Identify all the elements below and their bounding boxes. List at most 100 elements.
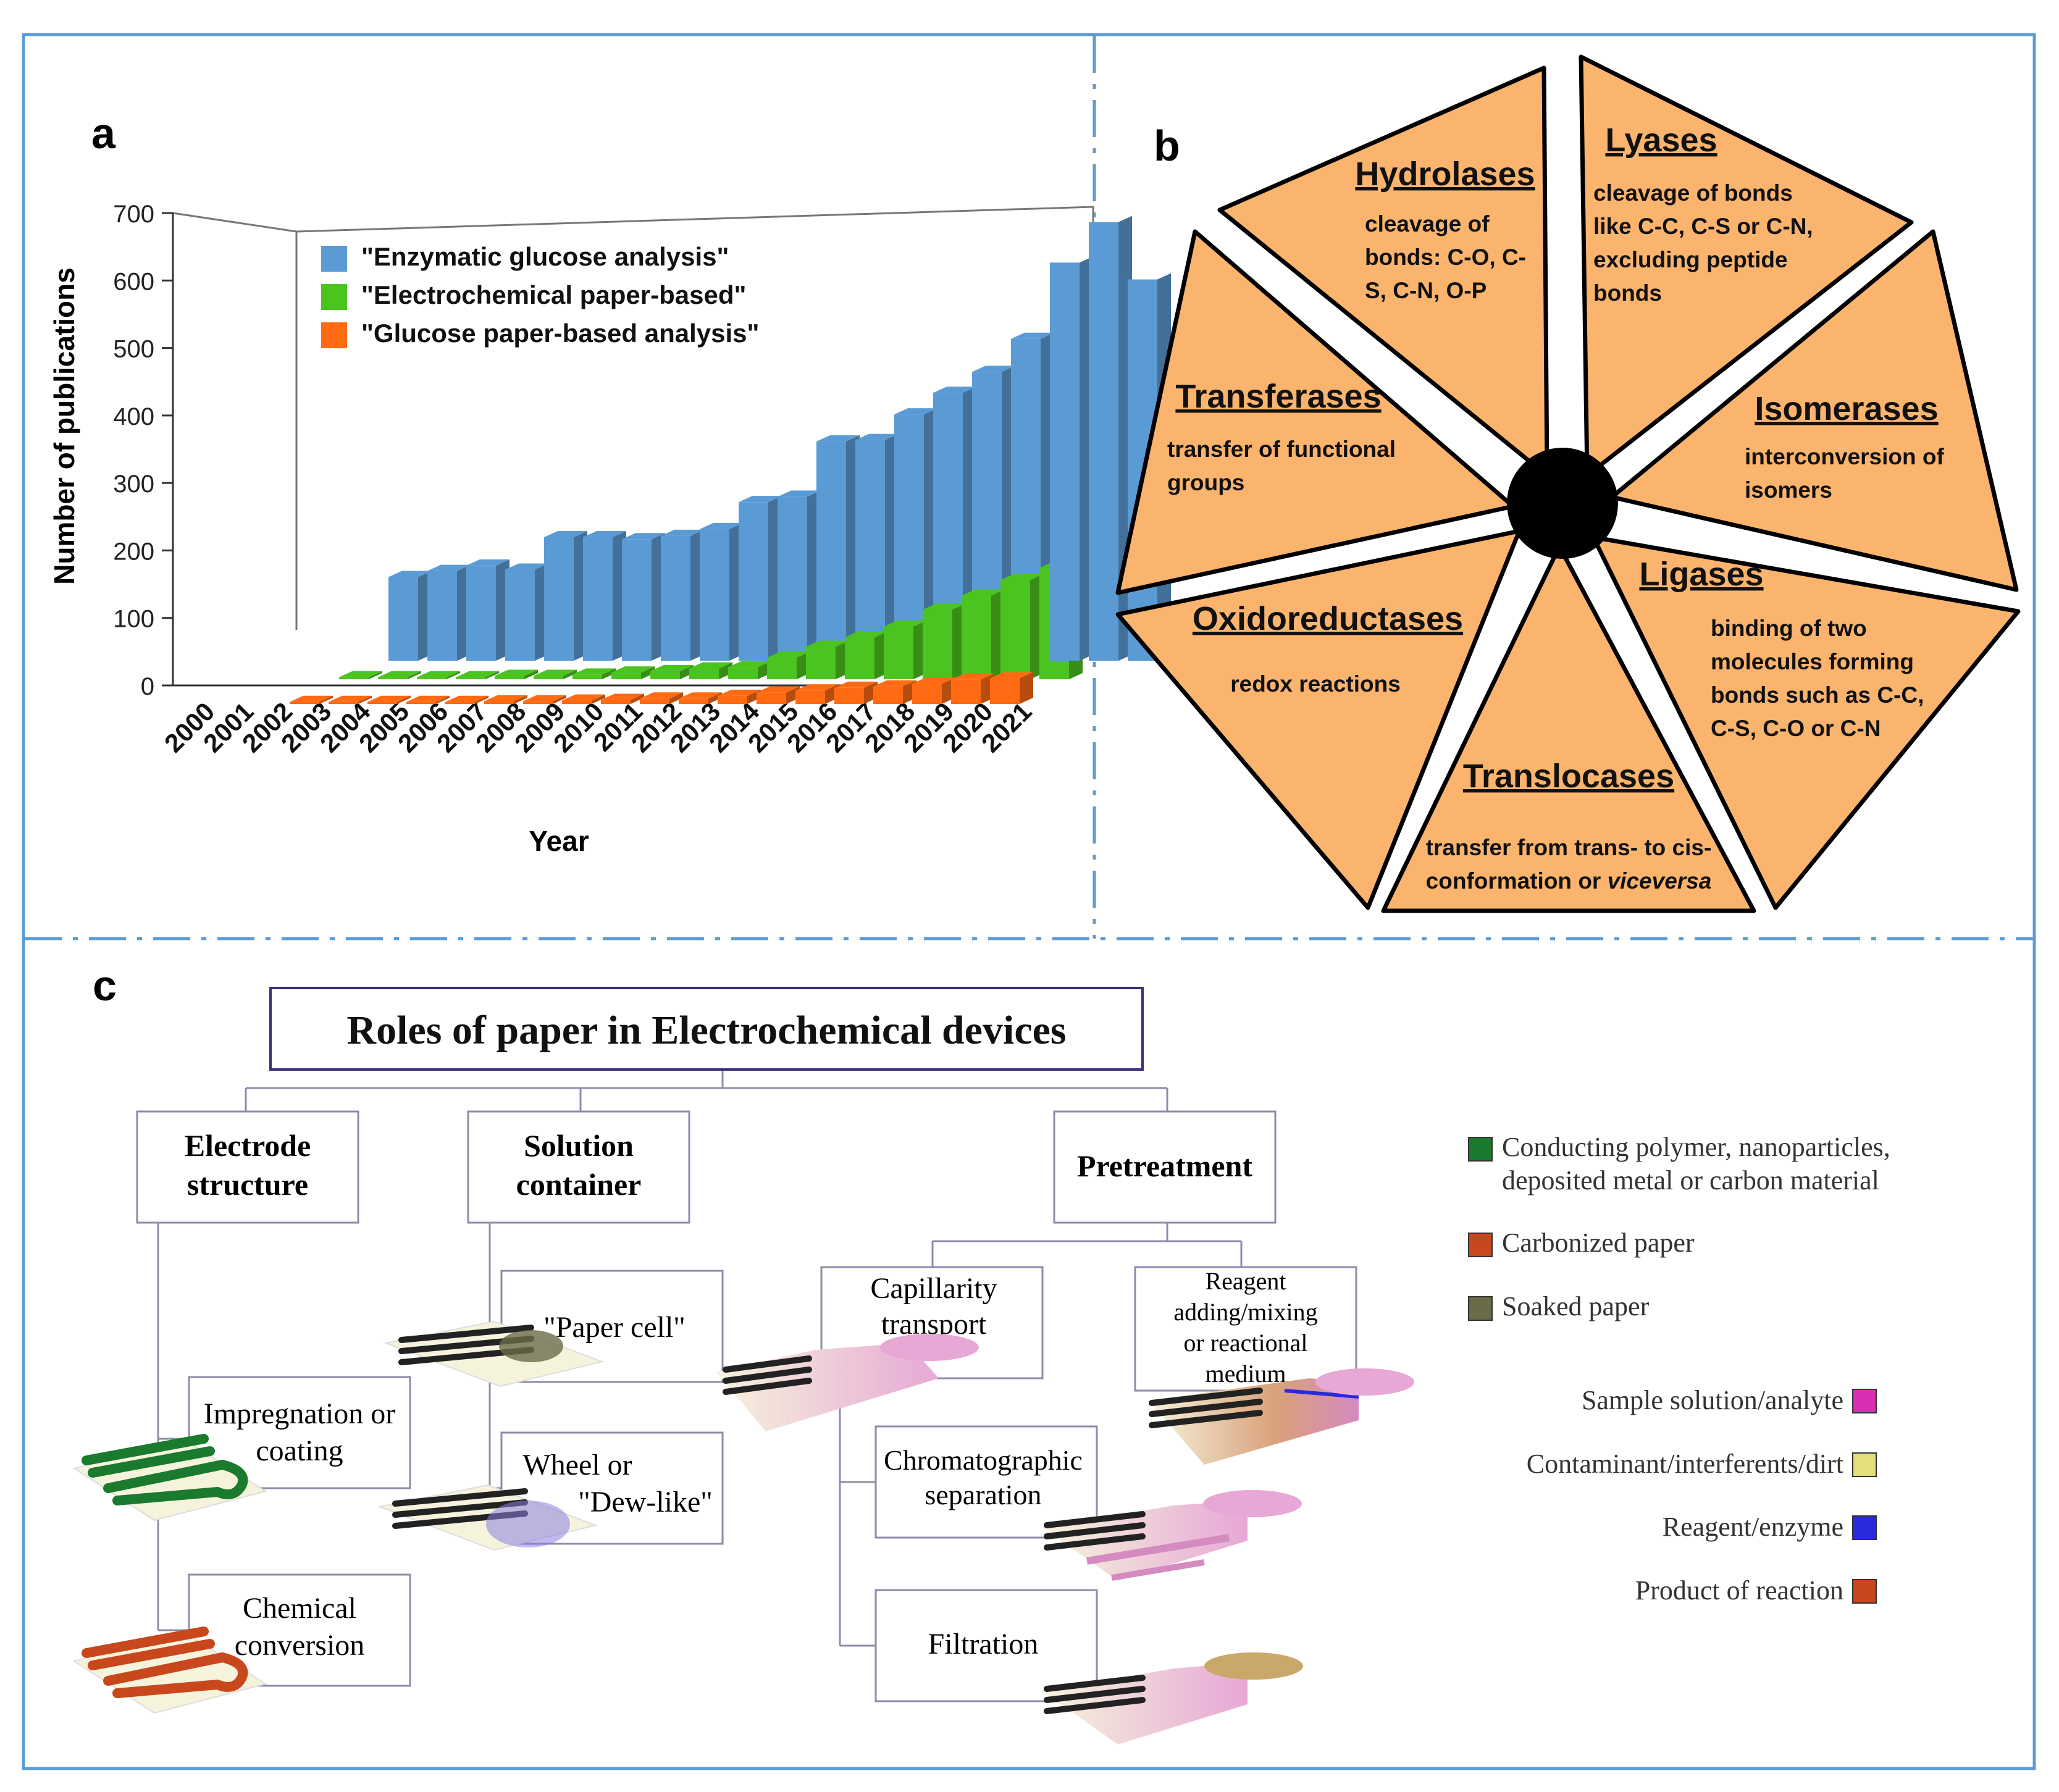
sector-ligases xyxy=(1591,535,2021,910)
bar-side xyxy=(319,695,333,704)
legend-swatch xyxy=(1852,1389,1877,1413)
bar xyxy=(339,677,369,679)
bar xyxy=(456,677,485,679)
bar-top xyxy=(1011,332,1054,339)
bar xyxy=(778,496,807,661)
sector-title: Hydrolases xyxy=(1355,156,1535,193)
bar-top xyxy=(544,531,587,538)
bar-top xyxy=(767,651,810,658)
bar xyxy=(640,698,669,704)
bar xyxy=(484,701,514,704)
legend-swatch xyxy=(1852,1515,1877,1540)
root-box xyxy=(269,987,1144,1071)
sector-title: Ligases xyxy=(1639,556,1763,593)
bar-side xyxy=(514,695,527,704)
device-capillarity-illustration xyxy=(716,1334,979,1431)
bar-top xyxy=(572,668,616,675)
bar-top xyxy=(757,686,800,693)
legend-label: "Enzymatic glucose analysis" xyxy=(361,242,729,271)
bar xyxy=(378,677,408,679)
chromatographic-box xyxy=(874,1425,1098,1539)
bar-side xyxy=(592,694,605,704)
y-axis-label: Number of publications xyxy=(48,267,80,585)
bar xyxy=(290,701,319,704)
bar-side xyxy=(553,695,566,704)
solution-container-box xyxy=(467,1110,690,1224)
bar xyxy=(739,502,768,661)
bar-top xyxy=(427,564,471,571)
bar xyxy=(544,537,574,661)
bar-top xyxy=(845,631,888,638)
y-tick-label: 600 xyxy=(113,268,154,295)
legend-swatch xyxy=(321,322,347,348)
bar-top xyxy=(778,490,821,497)
bar xyxy=(367,701,397,704)
y-tick-label: 700 xyxy=(113,201,154,228)
bar-side xyxy=(447,671,460,679)
bar-top xyxy=(378,671,421,677)
bar-top xyxy=(484,695,527,701)
chart-legend: "Enzymatic glucose analysis""Electrochem… xyxy=(321,242,759,348)
bar xyxy=(816,441,846,661)
bar xyxy=(534,676,563,679)
bar xyxy=(523,701,553,704)
sector-oxidoreductases xyxy=(1115,529,1522,910)
bar-top xyxy=(495,669,538,676)
bar xyxy=(406,701,436,704)
bar xyxy=(757,692,786,704)
bar xyxy=(1000,580,1030,679)
bar xyxy=(562,700,592,704)
bar xyxy=(661,535,690,661)
panel-a-letter: a xyxy=(91,109,116,157)
y-tick-label: 500 xyxy=(113,336,154,363)
bar-side xyxy=(369,671,382,679)
x-axis-label: Year xyxy=(529,825,589,857)
bar-top xyxy=(884,620,927,627)
sector-translocases xyxy=(1381,544,1756,913)
sector-title: Transferases xyxy=(1175,378,1381,415)
bar xyxy=(718,695,747,704)
bar-top xyxy=(806,640,849,647)
bar-top xyxy=(816,435,860,442)
bar-side xyxy=(669,692,683,704)
sector-transferases xyxy=(1115,229,1516,595)
bar-top xyxy=(951,673,994,680)
bar-top xyxy=(640,692,683,699)
sector-title: Oxidoreductases xyxy=(1193,600,1463,637)
bar xyxy=(806,647,836,679)
bar-side xyxy=(1020,672,1033,704)
y-tick-label: 100 xyxy=(113,606,154,633)
bar-top xyxy=(406,695,450,702)
bar-side xyxy=(436,695,450,704)
legend-swatch xyxy=(1852,1579,1877,1604)
legend-swatch xyxy=(1468,1233,1493,1257)
bar xyxy=(611,672,641,679)
bar xyxy=(894,414,924,661)
bar-top xyxy=(562,694,605,701)
root-title: Roles of paper in Electrochemical device… xyxy=(346,1008,1066,1053)
bar xyxy=(583,537,613,661)
bar-side xyxy=(475,695,489,704)
bar-top xyxy=(388,571,432,577)
bar-top xyxy=(650,664,694,671)
wheel-hub xyxy=(1507,448,1618,559)
panel-c-paper-roles-diagram: c Roles of paper in Electrochemical devi… xyxy=(72,961,1890,1744)
bar-top xyxy=(873,680,916,687)
legend-label: Sample solution/analyte xyxy=(1582,1385,1843,1415)
bar xyxy=(1050,262,1080,661)
legend-swatch xyxy=(321,284,347,310)
wheel-dewlike-label: Wheel or"Dew-like" xyxy=(522,1449,713,1518)
legend-swatch xyxy=(321,246,347,272)
bar xyxy=(427,571,457,661)
bar-top xyxy=(728,661,771,668)
bar-top xyxy=(611,666,655,673)
bar xyxy=(417,677,447,679)
